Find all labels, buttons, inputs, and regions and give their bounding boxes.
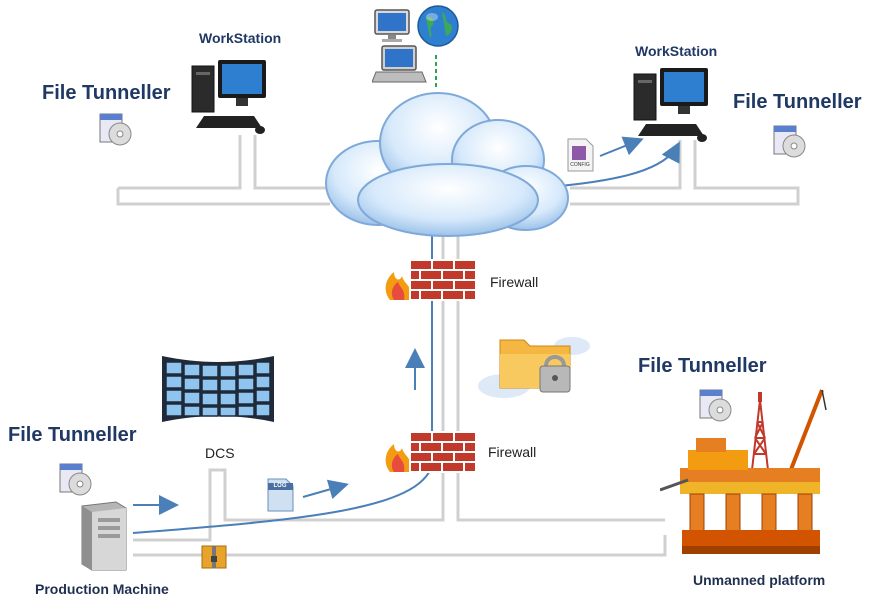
unmanned-platform-label: Unmanned platform: [693, 572, 826, 588]
folder-lock-icon: [478, 337, 590, 398]
firewall-bottom-label: Firewall: [488, 444, 537, 460]
oil-platform-icon: [660, 389, 827, 554]
installer-icon: [699, 389, 732, 422]
workstation-right-label: WorkStation: [635, 43, 718, 59]
installer-icon: [773, 125, 806, 158]
monitor-icon: [374, 9, 410, 42]
cloud-icon: [325, 92, 569, 237]
installer-icon: [59, 463, 92, 496]
file-tunneller-bottom-left-label: File Tunneller: [8, 424, 137, 446]
installer-icon: [99, 113, 132, 146]
workstation-right-icon: [633, 68, 708, 142]
top-backbone-pipe: [116, 135, 800, 206]
globe-icon: [417, 5, 459, 47]
config-file-icon: CONFIG: [566, 138, 594, 172]
laptop-icon: [372, 45, 427, 83]
firewall-bottom-icon: [385, 431, 477, 473]
video-wall-icon: [162, 356, 274, 422]
file-tunneller-top-right-label: File Tunneller: [733, 91, 862, 113]
log-file-label: LOG: [273, 483, 287, 489]
firewall-top-icon: [385, 259, 477, 301]
dcs-label: DCS: [205, 445, 235, 461]
zip-icon: [201, 545, 227, 569]
workstation-left-icon: [191, 60, 266, 134]
log-file-icon: LOG: [266, 478, 294, 512]
file-tunneller-top-left-label: File Tunneller: [42, 82, 171, 104]
server-icon: [81, 501, 127, 571]
production-machine-label: Production Machine: [35, 581, 169, 597]
file-tunneller-bottom-right-label: File Tunneller: [638, 355, 767, 377]
config-file-label: CONFIG: [570, 162, 590, 168]
firewall-top-label: Firewall: [490, 274, 539, 290]
workstation-left-label: WorkStation: [199, 30, 282, 46]
vertical-pipe: [133, 230, 667, 557]
